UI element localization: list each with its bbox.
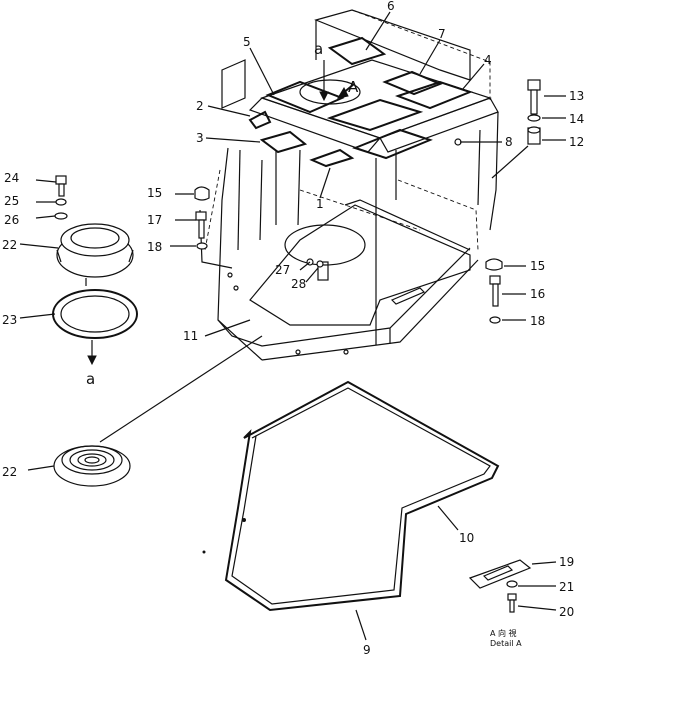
callout-27: 27 [275, 263, 290, 277]
view-arrow-top: a A [314, 40, 359, 102]
callout-17: 17 [147, 213, 162, 227]
callout-4: 4 [484, 53, 492, 67]
callout-19: 19 [559, 555, 574, 569]
callout-26: 26 [4, 213, 19, 227]
floor-frame [199, 9, 499, 361]
callout-18-right: 18 [530, 314, 545, 328]
right-bolt-group [491, 79, 566, 179]
callout-21: 21 [559, 580, 574, 594]
callout-28: 28 [291, 277, 306, 291]
callout-25: 25 [4, 194, 19, 208]
callout-1: 1 [316, 197, 324, 211]
callout-9: 9 [363, 643, 371, 657]
callout-14: 14 [569, 112, 584, 126]
callout-3: 3 [196, 131, 204, 145]
detail-caption: Detail A [490, 639, 522, 648]
seal-loop [202, 380, 500, 641]
callout-15-left: 15 [147, 186, 162, 200]
callout-13: 13 [569, 89, 584, 103]
right-lower-bolt-group [485, 258, 526, 324]
vent-assembly: a [19, 175, 251, 388]
callout-22-upper: 22 [2, 238, 17, 252]
callout-11: 11 [183, 329, 198, 343]
leader-lines [205, 11, 502, 283]
callout-7: 7 [438, 27, 446, 41]
view-label-A-top: A [348, 78, 359, 96]
callout-2: 2 [196, 99, 204, 113]
callout-23: 23 [2, 313, 17, 327]
vent-cover [27, 335, 263, 487]
view-label-a-top: a [314, 40, 323, 58]
detail-a-parts: A 向 視 Detail A [468, 559, 557, 648]
callout-10: 10 [459, 531, 474, 545]
callout-22-lower: 22 [2, 465, 17, 479]
callout-12: 12 [569, 135, 584, 149]
callout-labels: 1 2 3 4 5 6 7 8 9 10 11 12 13 14 15 15 1… [2, 0, 584, 657]
callout-5: 5 [243, 35, 251, 49]
callout-24: 24 [4, 171, 19, 185]
view-label-a-bottom: a [86, 370, 95, 388]
detail-caption-jp: A 向 視 [490, 628, 517, 638]
callout-8: 8 [505, 135, 513, 149]
callout-6: 6 [387, 0, 395, 13]
callout-18-left: 18 [147, 240, 162, 254]
callout-15-right: 15 [530, 259, 545, 273]
callout-20: 20 [559, 605, 574, 619]
left-bolt-group [170, 186, 210, 250]
callout-16: 16 [530, 287, 545, 301]
